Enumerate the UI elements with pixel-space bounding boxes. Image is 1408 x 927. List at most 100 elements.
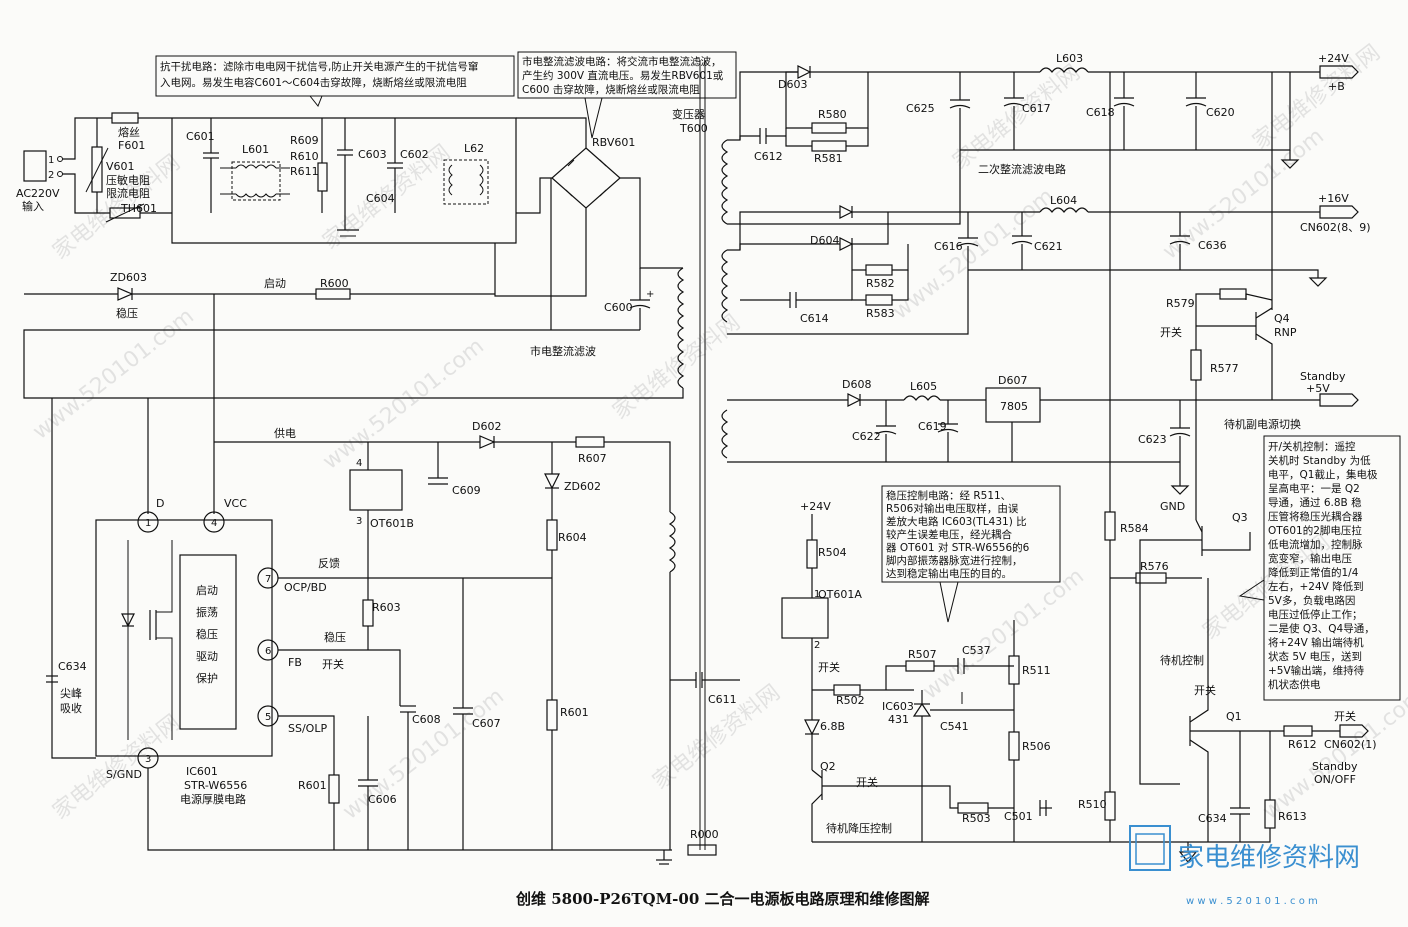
ac-pin-2: 2 (48, 170, 54, 181)
varistor-label-2: 压敏电阻 (106, 173, 150, 187)
c636-label: C636 (1198, 239, 1227, 252)
standby-control-section: +24V R504 1 2 OT601A 开关 6.8B Q2 开关 R503 … (781, 72, 1401, 863)
ac-input-label: AC220V (16, 187, 60, 200)
zd602-label: ZD602 (564, 480, 601, 493)
erci-label: 二次整流滤波电路 (978, 162, 1066, 176)
c614-label: C614 (800, 312, 829, 325)
r502-label: R502 (836, 694, 865, 707)
svg-text:1: 1 (145, 518, 151, 529)
svg-text:宽变窄，输出电压: 宽变窄，输出电压 (1268, 552, 1352, 565)
svg-text:降低到正常值的1/4: 降低到正常值的1/4 (1268, 566, 1359, 579)
svg-text:机状态供电: 机状态供电 (1268, 678, 1321, 691)
r603-label: R603 (372, 601, 401, 614)
ic601-core (179, 554, 237, 730)
v16-label: +16V (1318, 192, 1349, 205)
svg-text:OT601的2脚电压拉: OT601的2脚电压拉 (1268, 524, 1362, 537)
pin-fb: FB (288, 656, 302, 669)
ot601b-label: OT601B (370, 517, 414, 530)
watermark: www.520101.com (1258, 684, 1408, 825)
ot601a-label: OT601A (818, 588, 862, 601)
logo-url: w w w . 5 2 0 1 0 1 . c o m (1186, 896, 1318, 907)
ic-func: 稳压 (196, 627, 218, 641)
bridge-rectifier-rbv601 (551, 147, 621, 209)
fuse-f601 (111, 112, 139, 124)
c623-label: C623 (1138, 433, 1167, 446)
fankui-label: 反馈 (318, 557, 340, 570)
qidong-label: 启动 (264, 277, 286, 290)
zener68-label: 6.8B (820, 720, 845, 733)
jiangya-label: 待机降压控制 (826, 821, 892, 835)
gongdian-label: 供电 (274, 426, 296, 440)
svg-text:6: 6 (265, 646, 271, 657)
reg-note-line: 稳压控制电路：经 R511、 (886, 489, 1011, 502)
v24b-label: +24V (800, 500, 831, 513)
svg-text:2: 2 (814, 640, 820, 651)
r510-label: R510 (1078, 798, 1107, 811)
r503-label: R503 (962, 812, 991, 825)
wenya-label: 稳压 (116, 306, 138, 320)
svg-text:电平，Q1截止，集电极: 电平，Q1截止，集电极 (1268, 468, 1378, 481)
watermark: www.520101.com (318, 334, 489, 475)
r579-label: R579 (1166, 297, 1195, 310)
svg-text:5V多，负载电路因: 5V多，负载电路因 (1268, 594, 1355, 607)
reg-note-line: 脚内部振荡器脉宽进行控制， (886, 554, 1023, 567)
c601-label: C601 (186, 130, 215, 143)
onoff-note-box (1263, 435, 1401, 701)
standby-onoff: Standby (1312, 760, 1358, 773)
ic-func: 振荡 (196, 605, 218, 619)
emi-note-line: 抗干扰电路：滤除市电电网干扰信号,防止开关电源产生的干扰信号窜 (160, 60, 478, 73)
c607-label: C607 (472, 717, 501, 730)
d602-label: D602 (472, 420, 501, 433)
standby-label: Standby (1300, 370, 1346, 383)
c616-label: C616 (934, 240, 963, 253)
watermark: www.520101.com (338, 684, 509, 825)
svg-text:二是使 Q3、Q4导通，: 二是使 Q3、Q4导通， (1268, 622, 1375, 635)
pin-d: D (156, 497, 164, 510)
daiji-label: 待机副电源切换 (1224, 417, 1301, 431)
c541-label: C541 (940, 720, 969, 733)
q2-label: Q2 (820, 760, 836, 773)
svg-text:导通，通过 6.8B 稳: 导通，通过 6.8B 稳 (1268, 496, 1362, 509)
q1-label: Q1 (1226, 710, 1242, 723)
standby-onoff-2: ON/OFF (1314, 773, 1356, 786)
l604-label: L604 (1050, 194, 1077, 207)
svg-text:4: 4 (211, 518, 217, 529)
r000-label: R000 (690, 828, 719, 841)
r610-label: R610 (290, 150, 319, 163)
svg-text:关机时 Standby 为低: 关机时 Standby 为低 (1268, 454, 1371, 467)
fuse-label: 熔丝 (118, 125, 140, 139)
svg-text:1: 1 (814, 589, 820, 600)
kaiguan-q4: 开关 (1160, 325, 1182, 339)
ic-name: 电源厚膜电路 (180, 792, 246, 806)
optocoupler-ot601b (349, 469, 403, 511)
r576-label: R576 (1140, 560, 1169, 573)
jianfeng-label-2: 吸收 (60, 701, 82, 715)
c621-label: C621 (1034, 240, 1063, 253)
limit-label-2: TH601 (120, 202, 157, 215)
q4-label: Q4 (1274, 312, 1290, 325)
l601-label: L601 (242, 143, 269, 156)
svg-text:状态 5V 电压，送到: 状态 5V 电压，送到 (1268, 650, 1362, 663)
svg-text:压管将稳压光耦合器: 压管将稳压光耦合器 (1268, 510, 1363, 523)
rect-note-line: 产生约 300V 直流电压。易发生RBV601或 (522, 69, 724, 82)
r607 (575, 436, 605, 448)
svg-text:5: 5 (265, 712, 271, 723)
c612-label: C612 (754, 150, 783, 163)
r611-label: R611 (290, 165, 319, 178)
pin-ocp: OCP/BD (284, 581, 327, 594)
reg-note-line: 差放大电路 IC603(TL431) 比 (886, 515, 1027, 528)
pin-vcc: VCC (224, 497, 247, 510)
rect-note-line: C600 击穿故障，烧断熔丝或限流电阻 (522, 83, 700, 96)
watermark: www.520101.com (1158, 124, 1329, 265)
pin-sgnd: S/GND (106, 768, 142, 781)
c634a-label: C634 (58, 660, 87, 673)
d604-label: D604 (810, 234, 839, 247)
svg-text:+5V输出端，维持待: +5V输出端，维持待 (1268, 664, 1365, 677)
r581-label: R581 (814, 152, 843, 165)
r583-label: R583 (866, 307, 895, 320)
c617-label: C617 (1022, 102, 1051, 115)
ac-input-connector (23, 150, 47, 182)
svg-text:3: 3 (145, 754, 151, 765)
v24-label: +24V (1318, 52, 1349, 65)
cn602a-label: CN602(8、9) (1300, 221, 1371, 234)
